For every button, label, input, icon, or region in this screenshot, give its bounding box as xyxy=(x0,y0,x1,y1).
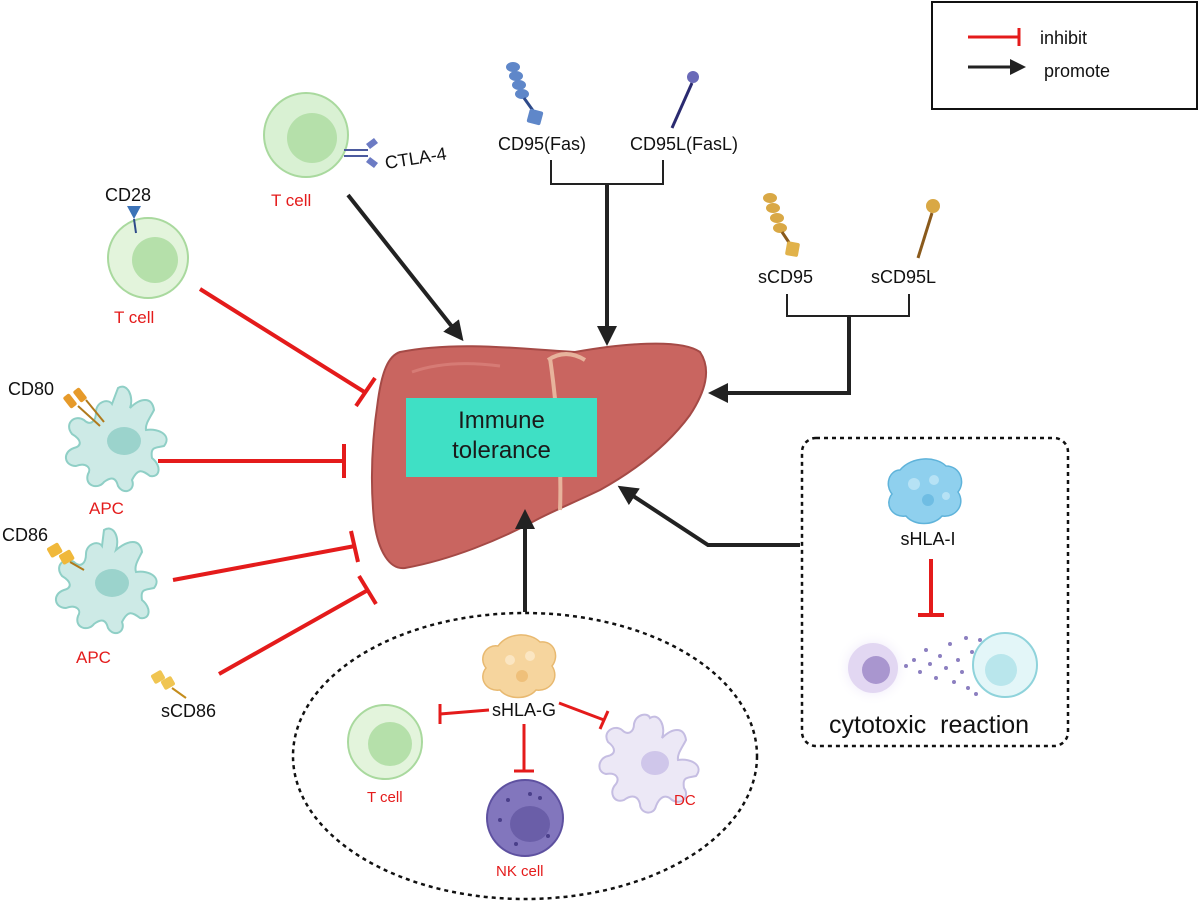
scd95-icon xyxy=(763,193,800,257)
t-cell-icon xyxy=(347,704,423,780)
scd86-group: sCD86 xyxy=(151,670,216,721)
shla-i-promote-arrow xyxy=(617,485,800,547)
promote-arrows xyxy=(346,184,851,612)
legend-promote-symbol-icon xyxy=(968,59,1026,75)
cd28-label: CD28 xyxy=(105,185,151,205)
cd80-inhibit-line xyxy=(158,444,346,478)
shla-g-protein-icon xyxy=(482,634,557,699)
apc-icon xyxy=(55,527,158,635)
legend-inhibit-symbol-icon xyxy=(968,28,1021,46)
inhibit-lines xyxy=(158,287,378,676)
ctla4-promote-arrow xyxy=(346,193,464,342)
cd80-label: CD80 xyxy=(8,379,54,399)
shla-g-t-cell-label: T cell xyxy=(367,789,403,806)
legend: inhibit promote xyxy=(931,1,1198,110)
nk-cell-icon xyxy=(486,779,564,857)
immune-tolerance-box: Immune tolerance xyxy=(406,398,597,477)
cd80-apc-label: APC xyxy=(89,499,124,518)
cd28-t-cell-group: CD28 T cell xyxy=(105,185,189,327)
ctla4-t-cell-group: CTLA-4 T cell xyxy=(263,92,448,210)
shla-g-nk-cell-label: NK cell xyxy=(496,863,544,880)
cytotoxic-reaction-label: cytotoxic reaction xyxy=(829,711,1029,739)
cd86-apc-group: CD86 APC xyxy=(2,525,158,667)
shla-g-label: sHLA-G xyxy=(492,700,556,720)
immune-tolerance-line2: tolerance xyxy=(452,437,551,464)
cd86-receptor-icon xyxy=(47,542,85,571)
t-cell-icon xyxy=(263,92,349,178)
fas-receptor-icon xyxy=(506,62,544,126)
shla-g-dc-label: DC xyxy=(674,792,696,809)
scd95l-icon xyxy=(916,199,940,259)
cd86-apc-label: APC xyxy=(76,648,111,667)
cd28-receptor-icon xyxy=(127,206,141,234)
cd28-t-cell-label: T cell xyxy=(114,308,154,327)
scd95-label: sCD95 xyxy=(758,267,813,287)
nk-effector-cell-icon xyxy=(835,630,911,706)
immune-tolerance-line1: Immune xyxy=(458,407,545,434)
scd86-label: sCD86 xyxy=(161,701,216,721)
shla-i-panel: sHLA-I cytotoxic reaction xyxy=(800,436,1070,748)
shla-i-inhibit-line xyxy=(918,559,944,617)
dendritic-cell-icon xyxy=(598,713,700,814)
cd86-label: CD86 xyxy=(2,525,48,545)
shla-i-label: sHLA-I xyxy=(900,529,955,549)
shla-g-panel: sHLA-G T cell NK cell DC xyxy=(291,611,759,901)
shla-i-protein-icon xyxy=(887,458,963,525)
shla-g-inhibit-lines xyxy=(438,701,610,773)
legend-promote-label: promote xyxy=(1044,61,1110,81)
t-cell-icon xyxy=(107,217,189,299)
soluble-fas-pair-group: sCD95 sCD95L xyxy=(758,193,940,317)
cd80-apc-group: CD80 APC xyxy=(8,379,168,518)
target-cell-icon xyxy=(972,632,1038,698)
scd86-inhibit-line xyxy=(218,574,378,676)
cd95l-fasl-label: CD95L(FasL) xyxy=(630,134,738,154)
ctla4-label: CTLA-4 xyxy=(383,143,447,172)
ctla4-receptor-icon xyxy=(344,138,378,168)
cd95-fas-label: CD95(Fas) xyxy=(498,134,586,154)
ctla4-t-cell-label: T cell xyxy=(271,191,311,210)
fas-pair-group: CD95(Fas) CD95L(FasL) xyxy=(498,62,738,185)
cd80-receptor-icon xyxy=(63,387,105,427)
fasl-ligand-icon xyxy=(670,71,699,129)
legend-inhibit-label: inhibit xyxy=(1040,28,1087,48)
cd28-inhibit-line xyxy=(198,287,377,408)
scd86-molecule-icon xyxy=(151,670,187,699)
apc-icon xyxy=(65,385,168,493)
cd86-inhibit-line xyxy=(172,530,360,582)
scd95-promote-arrow xyxy=(708,316,851,403)
scd95l-label: sCD95L xyxy=(871,267,936,287)
